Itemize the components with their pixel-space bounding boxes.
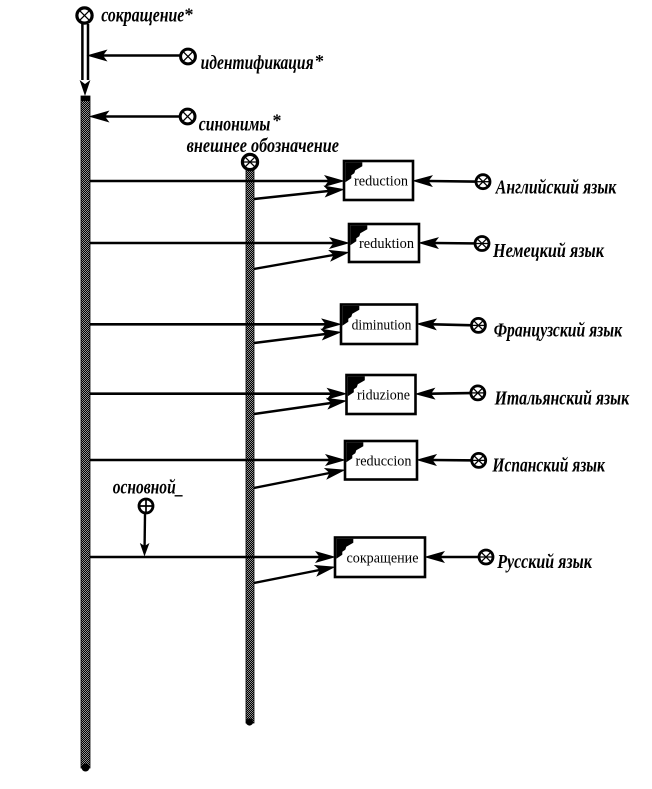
svg-text:основной_: основной_ — [113, 477, 184, 499]
svg-text:reduction: reduction — [354, 174, 408, 190]
svg-text:*: * — [273, 111, 282, 131]
svg-text:riduzione: riduzione — [357, 388, 410, 404]
svg-text:*: * — [185, 5, 194, 25]
svg-text:Немецкий язык: Немецкий язык — [492, 240, 605, 262]
svg-text:diminution: diminution — [352, 317, 412, 333]
svg-text:сокращение: сокращение — [347, 550, 419, 566]
svg-text:сокращение: сокращение — [101, 5, 184, 27]
svg-text:внешнее обозначение: внешнее обозначение — [187, 135, 339, 157]
svg-text:Русский язык: Русский язык — [496, 551, 592, 573]
svg-text:reduccion: reduccion — [356, 453, 412, 469]
svg-text:синонимы: синонимы — [199, 114, 271, 136]
svg-text:Испанский язык: Испанский язык — [492, 455, 606, 477]
svg-text:идентификация: идентификация — [201, 52, 314, 74]
svg-text:reduktion: reduktion — [359, 236, 414, 252]
svg-text:Французский язык: Французский язык — [494, 320, 623, 342]
svg-text:Итальянский язык: Итальянский язык — [494, 387, 630, 409]
svg-text:Английский язык: Английский язык — [494, 176, 617, 198]
svg-text:*: * — [315, 51, 324, 71]
